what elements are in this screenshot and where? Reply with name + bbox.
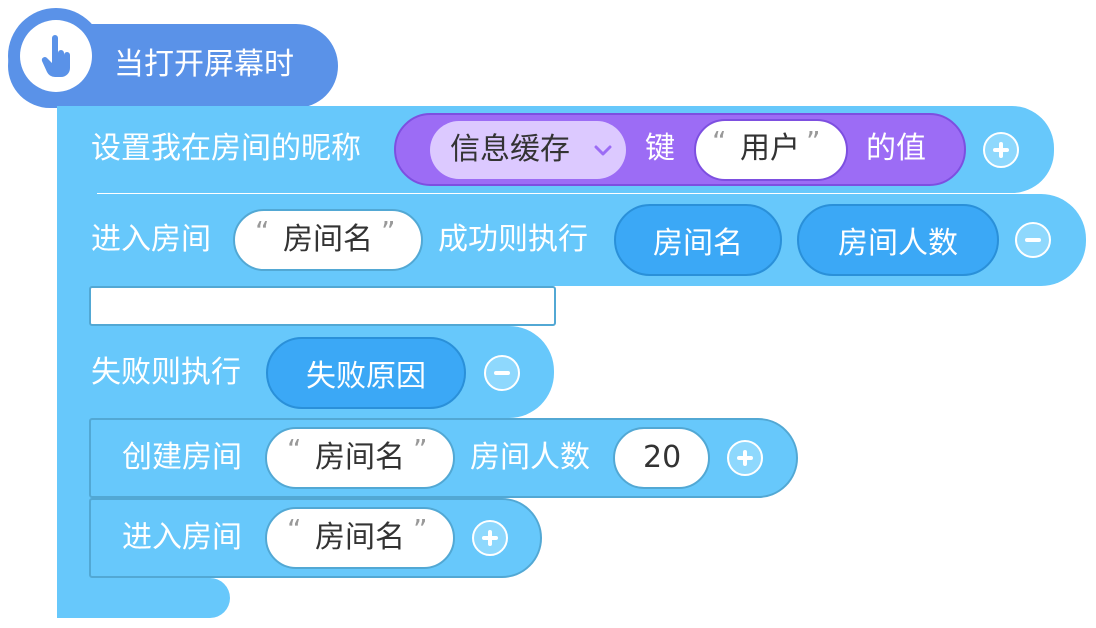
create-room-label: 创建房间 [122,440,242,475]
cache-dropdown-label: 信息缓存 [450,132,570,167]
success-label: 成功则执行 [438,222,588,257]
quote-open: “ [287,513,302,546]
room-count-param[interactable]: 房间人数 [797,204,999,276]
cache-dropdown[interactable]: 信息缓存 [430,121,626,179]
room-name-value: 房间名 [283,222,373,257]
room-count-value: 20 [643,440,682,475]
quote-open: “ [255,215,270,248]
enter-room-2-name-input[interactable] [265,507,455,569]
room-name-param[interactable]: 房间名 [614,204,782,276]
enter-room-label: 进入房间 [91,222,211,257]
enter-room-2-label: 进入房间 [122,520,242,555]
value-label: 的值 [866,131,926,166]
failure-reason-param[interactable]: 失败原因 [266,337,466,409]
remove-param-button[interactable] [1015,222,1051,258]
hat-label: 当打开屏幕时 [114,47,294,82]
create-room-name-input[interactable] [265,427,455,489]
quote-close: ” [413,433,428,466]
chevron-down-icon [594,145,612,156]
add-param-button[interactable] [472,520,508,556]
quote-close: ” [381,215,396,248]
room-name-input[interactable] [233,209,423,271]
add-param-button[interactable] [727,440,763,476]
room-count-input[interactable] [613,427,710,489]
enter-room-2-name-value: 房间名 [315,520,405,555]
set-nickname-label: 设置我在房间的昵称 [91,131,361,166]
key-input[interactable] [694,119,848,181]
empty-slot[interactable] [89,286,556,326]
quote-close: ” [413,513,428,546]
c-block-bottom-arm [57,578,230,618]
remove-param-button[interactable] [484,355,520,391]
hat-icon-circle [8,8,104,104]
quote-close: ” [806,125,821,158]
pointer-hand-icon [41,35,70,77]
add-param-button[interactable] [983,132,1019,168]
quote-open: “ [287,433,302,466]
quote-open: “ [712,125,727,158]
create-room-name-value: 房间名 [315,440,405,475]
room-count-label: 房间人数 [470,440,590,475]
key-value: 用户 [740,131,800,166]
key-label: 键 [645,131,675,166]
failure-label: 失败则执行 [91,355,241,390]
